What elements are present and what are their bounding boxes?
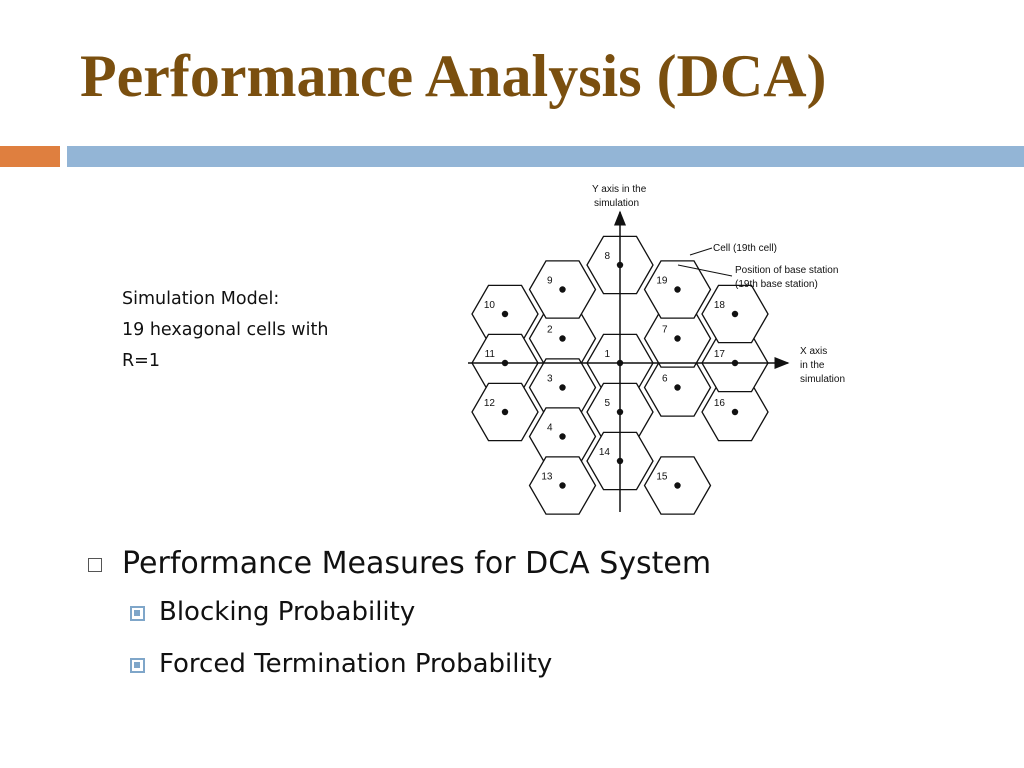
hollow-square-bullet-icon [88, 558, 102, 572]
caption-line: 19 hexagonal cells with [122, 320, 329, 340]
y-axis-label: Y axis in the simulation [592, 184, 649, 209]
cell-number-label: 18 [714, 300, 726, 311]
hex-cell-9: 9 [528, 260, 597, 319]
cell-number-label: 10 [484, 300, 496, 311]
simulation-caption: Simulation Model: 19 hexagonal cells wit… [122, 284, 328, 377]
base-station-dot [674, 335, 681, 342]
cell-number-label: 7 [662, 325, 668, 336]
cell-number-label: 8 [604, 251, 610, 262]
cell-number-label: 6 [662, 374, 668, 385]
base-station-dot [559, 433, 566, 440]
hex-cell-3: 3 [528, 358, 597, 417]
filled-square-bullet-icon [130, 606, 145, 621]
bullet-text: Performance Measures for DCA System [122, 545, 712, 581]
hex-cell-13: 13 [528, 456, 597, 515]
title-accent-bar-orange [0, 146, 60, 167]
x-axis-label: X axis in the simulation [800, 346, 845, 385]
sub-bullet-item: Forced Termination Probability [130, 638, 711, 690]
cell-number-label: 16 [714, 398, 726, 409]
cell-number-label: 17 [714, 349, 726, 360]
hex-cell-15: 15 [643, 456, 712, 515]
title-accent-bar-blue [67, 146, 1024, 167]
filled-square-bullet-icon [130, 658, 145, 673]
base-station-dot [559, 335, 566, 342]
cell-number-label: 11 [485, 349, 496, 360]
bullet-item: Performance Measures for DCA System [88, 540, 711, 586]
slide-title: Performance Analysis (DCA) [80, 43, 827, 109]
base-station-dot [559, 384, 566, 391]
base-station-dot [501, 310, 509, 318]
bullet-list: Performance Measures for DCA System Bloc… [88, 540, 711, 690]
caption-line: Simulation Model: [122, 289, 280, 309]
cell-number-label: 12 [484, 398, 496, 409]
cell-number-label: 3 [547, 374, 553, 385]
cell-number-label: 2 [547, 325, 553, 336]
hex-cell-19: 19 [643, 260, 712, 319]
cell-number-label: 5 [604, 398, 610, 409]
cell-number-label: 19 [656, 276, 668, 287]
cell-number-label: 15 [656, 472, 668, 483]
base-station-dot [731, 408, 739, 416]
hex-cell-10: 10 [471, 284, 539, 344]
base-station-dot [559, 286, 566, 293]
cell-number-label: 9 [547, 276, 553, 287]
hex-cell-12: 12 [471, 382, 539, 442]
cell-number-label: 14 [599, 447, 611, 458]
cell-number-label: 13 [541, 472, 553, 483]
sub-bullet-text: Blocking Probability [159, 597, 416, 627]
base-station-callout-label: Position of base station (19th base stat… [735, 265, 841, 290]
base-station-dot [731, 310, 739, 318]
base-station-dot [674, 384, 681, 391]
caption-line: R=1 [122, 351, 160, 371]
cell-callout-label: Cell (19th cell) [713, 243, 777, 254]
cell-number-label: 1 [604, 349, 610, 360]
base-station-dot [674, 482, 681, 489]
hex-cell-18: 18 [701, 284, 769, 344]
base-station-dot [674, 286, 681, 293]
base-station-callout-line [677, 264, 733, 277]
base-station-dot [501, 408, 509, 416]
cell-number-label: 4 [547, 423, 553, 434]
base-station-dot [559, 482, 566, 489]
sub-bullet-text: Forced Termination Probability [159, 649, 553, 679]
hex-cell-6: 6 [643, 358, 712, 417]
cell-callout-line [689, 247, 713, 256]
sub-bullet-item: Blocking Probability [130, 586, 711, 638]
